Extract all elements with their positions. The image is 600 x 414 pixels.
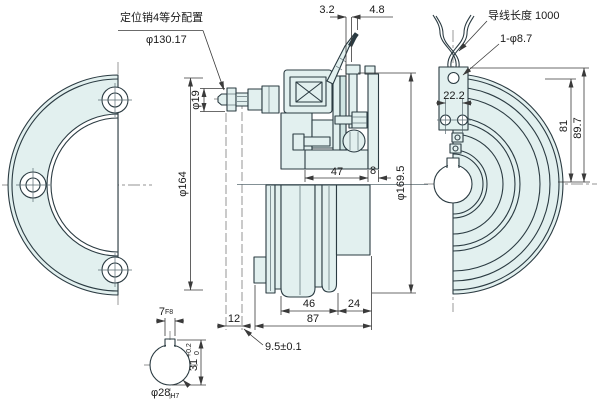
rear-view-right	[432, 14, 564, 295]
body-section-lower	[253, 184, 371, 298]
dim-gap-small: 3.2	[319, 4, 334, 16]
note-pin-circle-dia: φ130.17	[146, 34, 187, 46]
dim-height-81: 81	[558, 120, 570, 132]
armature-plate	[332, 75, 341, 151]
dim-mount-gap: 9.5±0.1	[265, 341, 302, 353]
dim-bore-dia: φ28H7	[151, 387, 179, 400]
shaft-bore	[433, 157, 473, 204]
hub-section	[335, 184, 371, 256]
front-view-left	[7, 74, 132, 296]
dim-plate-8: 8	[370, 165, 376, 177]
flange-hole-top	[98, 83, 132, 117]
note-lead-wire: 导线长度 1000	[488, 8, 560, 22]
dim-dia-19: φ19	[190, 90, 202, 109]
lower-bolt	[292, 133, 331, 151]
shaft-bore-detail	[149, 338, 191, 386]
svg-text:+0.2: +0.2	[186, 343, 193, 357]
round-nut	[342, 129, 366, 153]
flange-hole-left	[16, 168, 50, 202]
dim-body-24: 24	[348, 298, 360, 310]
coil-housing	[280, 69, 369, 170]
dim-body-46: 46	[303, 298, 315, 310]
mount-tab	[253, 256, 267, 284]
locating-pin	[217, 85, 280, 114]
hub-bolt	[334, 111, 368, 129]
dimension-annotations: 定位销4等分配置 φ130.17 3.2 4.8 导线长度 1000 1-φ8.…	[118, 4, 590, 400]
dim-overall-87: 87	[307, 313, 319, 325]
svg-text:0: 0	[194, 351, 201, 355]
section-side-view	[217, 32, 428, 298]
dim-dia-164: φ164	[177, 171, 189, 197]
spring-pin-lower	[449, 143, 462, 154]
terminal-block	[437, 66, 471, 134]
mounting-plate	[367, 73, 380, 170]
brake-disc	[280, 184, 316, 298]
svg-text:31: 31	[188, 359, 200, 371]
note-terminal-hole: 1-φ8.7	[500, 33, 532, 45]
dim-height-89-7: 89.7	[572, 117, 584, 138]
dim-keyway-width: 7F8	[159, 306, 173, 318]
friction-plate	[339, 75, 347, 151]
note-positioning-pin: 定位销4等分配置	[120, 10, 203, 24]
dim-key-height: 31 +0.2 0	[186, 343, 201, 371]
flange-hole-bottom	[98, 253, 132, 287]
spring-pin-upper	[451, 132, 464, 143]
dim-gap-large: 4.8	[369, 4, 384, 16]
dim-offset-12: 12	[228, 313, 240, 325]
dim-terminal-pitch: 22.2	[443, 90, 464, 102]
lead-wires	[432, 14, 475, 68]
adjusting-needle	[326, 32, 359, 85]
lead-wire-hole	[447, 71, 460, 85]
dim-depth-47: 47	[331, 166, 343, 178]
dim-dia-169-5: φ169.5	[395, 166, 407, 201]
